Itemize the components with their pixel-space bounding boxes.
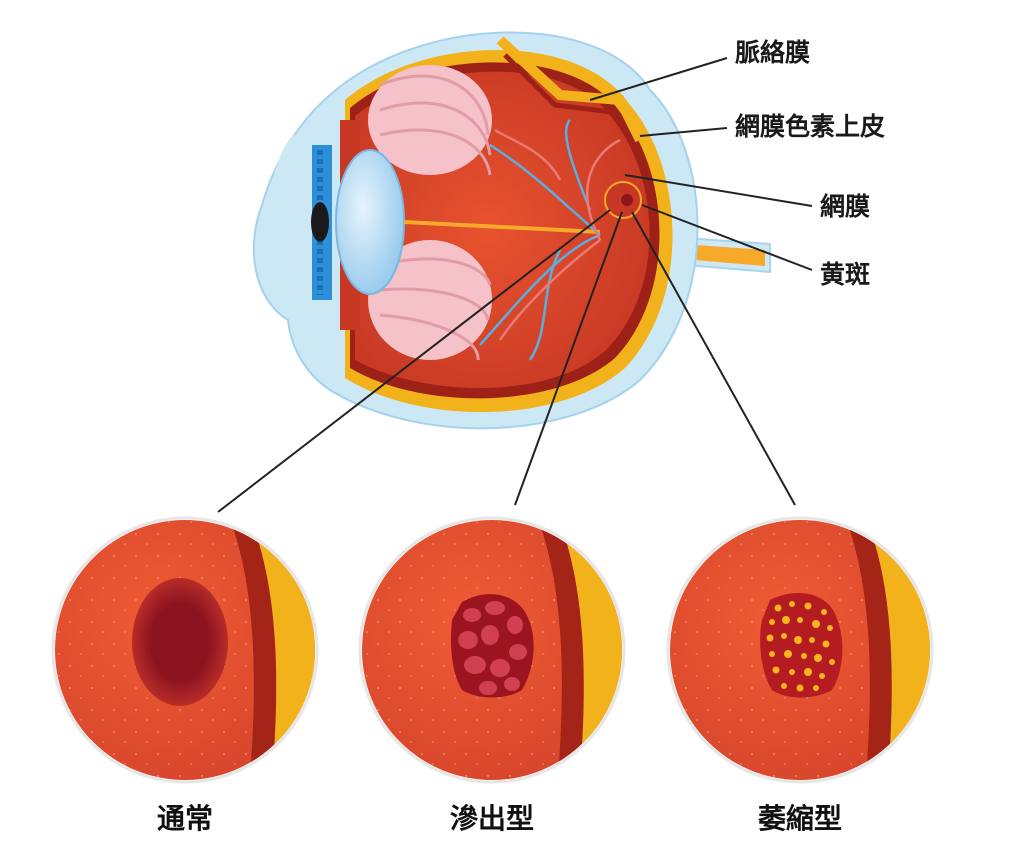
disk-exudative <box>355 513 629 787</box>
disk-normal <box>48 513 322 787</box>
label-rpe: 網膜色素上皮 <box>735 112 886 141</box>
eye-cross-section <box>252 31 771 430</box>
caption-atrophic: 萎縮型 <box>757 802 843 835</box>
label-macula: 黄斑 <box>820 260 871 289</box>
pupil <box>311 202 329 242</box>
retinal-vessels <box>479 119 621 361</box>
disk-leader-lines <box>217 209 796 513</box>
anatomy-leader-lines <box>589 57 813 271</box>
caption-normal: 通常 <box>156 802 214 835</box>
macula-normal <box>132 578 228 706</box>
disk-atrophic <box>663 513 937 787</box>
label-choroid: 脈絡膜 <box>735 38 811 67</box>
caption-exudative: 滲出型 <box>449 802 535 835</box>
ciliary-body <box>368 65 492 361</box>
lens <box>335 149 405 295</box>
atrophic-lesion <box>760 593 843 698</box>
label-retina: 網膜 <box>820 192 871 221</box>
exudative-lesion <box>451 594 534 698</box>
cornea <box>268 134 308 306</box>
